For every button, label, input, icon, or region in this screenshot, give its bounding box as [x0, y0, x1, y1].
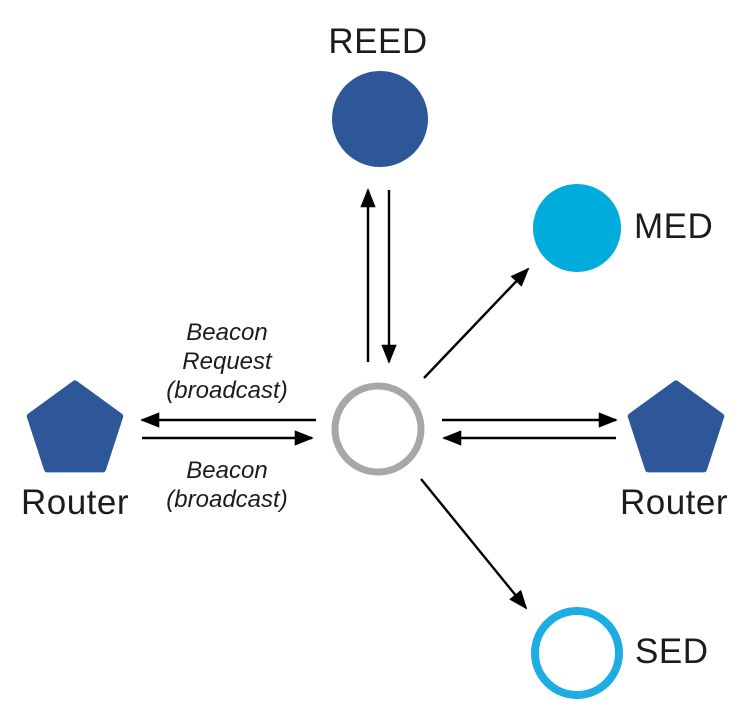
beacon-line2: (broadcast) [166, 486, 288, 513]
med-node-circle [533, 184, 621, 272]
beacon-label: Beacon (broadcast) [127, 456, 327, 514]
beacon-request-label: Beacon Request (broadcast) [127, 318, 327, 405]
med-label: MED [634, 207, 714, 246]
router-right-pentagon [627, 380, 725, 473]
beacon-request-line2: Request [182, 348, 272, 375]
reed-node-circle [332, 71, 428, 167]
sed-node-circle [531, 607, 623, 699]
arrow-joiner-to-sed [420, 478, 528, 610]
router-left-label: Router [20, 483, 130, 522]
router-left-pentagon [26, 380, 124, 473]
beacon-request-line1: Beacon [186, 319, 268, 346]
beacon-line1: Beacon [186, 457, 268, 484]
arrow-joiner-to-med [423, 267, 530, 379]
joiner-node-circle [331, 382, 425, 476]
reed-label: REED [328, 22, 428, 61]
beacon-request-line3: (broadcast) [166, 377, 288, 404]
sed-label: SED [635, 632, 709, 671]
router-right-label: Router [619, 483, 729, 522]
